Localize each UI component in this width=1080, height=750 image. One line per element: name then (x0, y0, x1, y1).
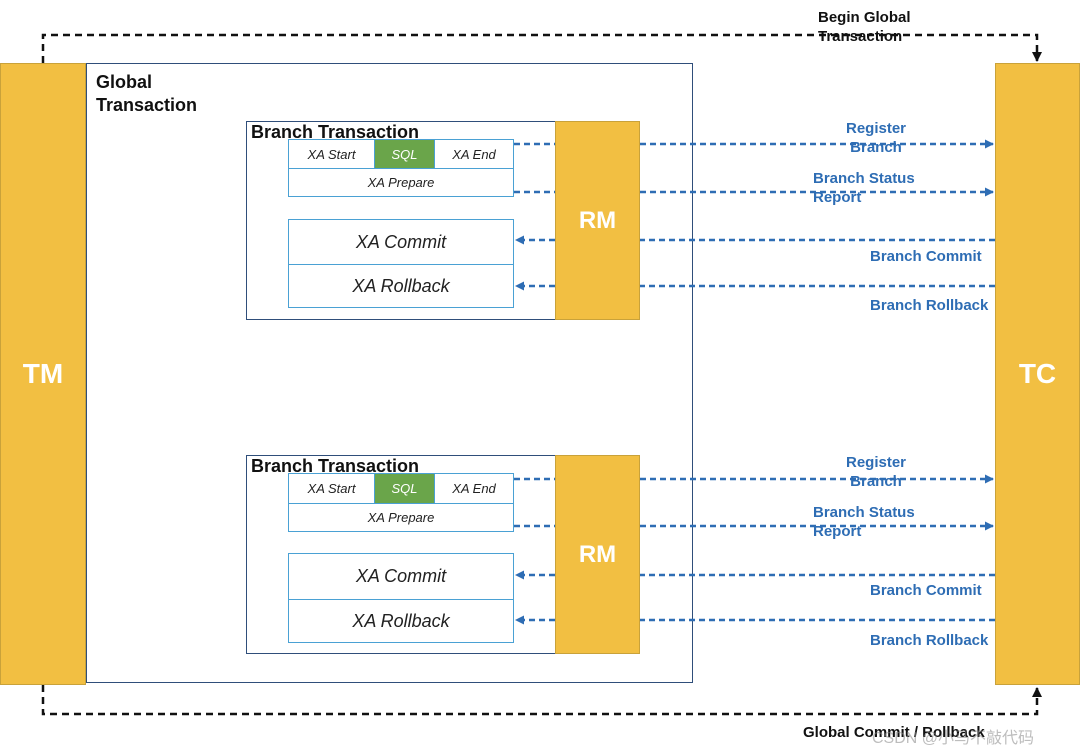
global-commit-rollback-label: Global Commit / Rollback (803, 724, 985, 741)
xa-prepare-cell: XA Prepare (288, 503, 514, 532)
xa-start-cell: XA Start (288, 139, 375, 169)
global-transaction-title: Global Transaction (96, 72, 198, 115)
rm-block-2: RM (555, 455, 640, 654)
xa-prepare-cell: XA Prepare (288, 168, 514, 197)
branch-transaction-title-2: Branch Transaction (251, 456, 420, 476)
xa-commit-cell: XA Commit (288, 553, 514, 600)
begin-global-arrow (41, 33, 1042, 63)
branch-rollback-label: Branch Rollback (870, 297, 989, 314)
rm-label: RM (578, 540, 617, 568)
xa-rollback-cell: XA Rollback (288, 264, 514, 308)
global-commit-arrow (41, 685, 1042, 716)
xa-commit-cell: XA Commit (288, 219, 514, 265)
xa-end-cell: XA End (434, 473, 514, 504)
begin-global-transaction-label: Begin Global Transaction (818, 9, 911, 45)
branch-commit-label: Branch Commit (870, 248, 982, 265)
branch-status-report-label: Branch Status Report (813, 504, 915, 540)
xa-rollback-cell: XA Rollback (288, 599, 514, 643)
branch-rollback-label: Branch Rollback (870, 632, 989, 649)
tm-block: TM (0, 63, 86, 685)
rm-label: RM (578, 206, 617, 234)
register-branch-label: Register Branch (845, 454, 907, 490)
tc-label: TC (1018, 358, 1057, 389)
register-branch-label: Register Branch (845, 120, 907, 156)
rm-block-1: RM (555, 121, 640, 320)
branch-status-report-label: Branch Status Report (813, 170, 915, 206)
watermark: CSDN @小马不敲代码 (872, 730, 1035, 747)
sql-cell: SQL (374, 473, 435, 504)
sql-cell: SQL (374, 139, 435, 169)
tm-label: TM (22, 358, 64, 389)
branch-transaction-title-1: Branch Transaction (251, 122, 420, 142)
branch-commit-label: Branch Commit (870, 582, 982, 599)
global-transaction-box (86, 63, 693, 683)
